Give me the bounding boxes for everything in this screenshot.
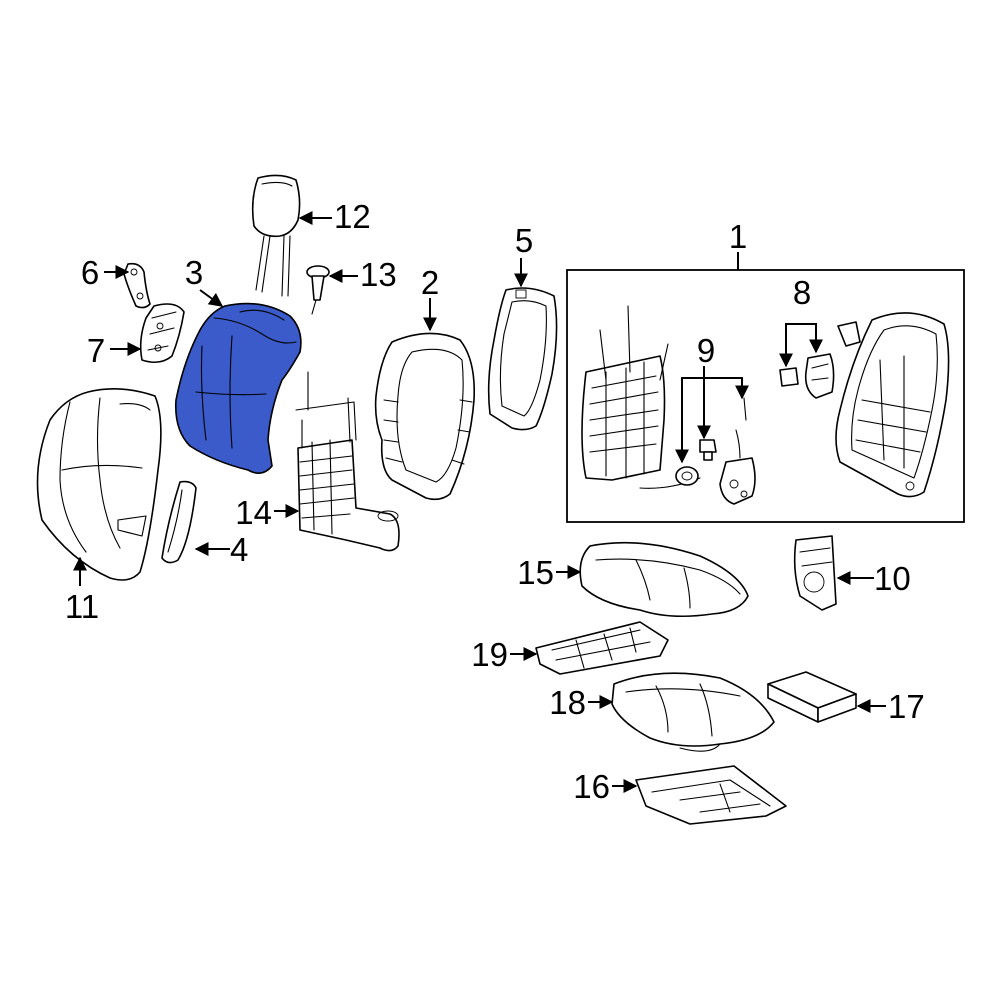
callout-6: 6	[81, 254, 99, 291]
part-11-seatback-cover[interactable]	[36, 388, 162, 581]
part-8-clip[interactable]	[779, 367, 799, 387]
part-19-cushion-mat[interactable]	[535, 621, 669, 675]
callout-19: 19	[471, 636, 508, 673]
part-8-actuator[interactable]	[804, 353, 835, 399]
part-3-seatback-pad[interactable]	[174, 302, 302, 474]
callout-9: 9	[697, 332, 715, 369]
callout-3: 3	[185, 254, 203, 291]
callout-1: 1	[729, 218, 747, 255]
callout-17: 17	[888, 688, 925, 725]
callout-13: 13	[360, 256, 397, 293]
part-9-washer[interactable]	[675, 466, 699, 486]
part-6-bracket[interactable]	[123, 262, 151, 309]
part-14-spring-frame[interactable]	[295, 371, 400, 552]
part-1-frame-right[interactable]	[835, 312, 950, 498]
callout-5: 5	[515, 222, 533, 259]
callout-18: 18	[549, 684, 586, 721]
part-4-side-trim[interactable]	[161, 480, 197, 564]
part-10-side-shield[interactable]	[793, 535, 837, 611]
callout-10: 10	[874, 560, 911, 597]
part-8-small-bracket[interactable]	[837, 321, 861, 347]
part-9-recliner-motor[interactable]	[719, 397, 756, 505]
callout-2: 2	[421, 264, 439, 301]
callout-4: 4	[230, 531, 248, 568]
part-15-cushion-cover[interactable]	[579, 541, 749, 618]
part-1-assembly-box	[566, 269, 965, 523]
callout-12: 12	[334, 198, 371, 235]
part-7-bracket-plate[interactable]	[139, 303, 185, 364]
part-1-frame-left[interactable]	[581, 305, 701, 489]
callout-14: 14	[235, 494, 272, 531]
callout-11: 11	[65, 588, 99, 625]
part-18-cushion-pad[interactable]	[611, 672, 775, 752]
part-12-headrest[interactable]	[251, 174, 301, 297]
part-9-bolt[interactable]	[699, 439, 717, 461]
part-13-headrest-guide[interactable]	[306, 265, 330, 315]
part-17-foam-block[interactable]	[767, 671, 857, 723]
part-16-cushion-pan[interactable]	[635, 765, 787, 825]
part-5-back-panel[interactable]	[487, 287, 558, 431]
part-2-seatback-frame[interactable]	[374, 332, 476, 501]
callout-16: 16	[573, 768, 610, 805]
leader-lines	[73, 211, 886, 793]
callout-8: 8	[793, 274, 811, 311]
callout-7: 7	[87, 332, 105, 369]
callout-15: 15	[517, 554, 554, 591]
